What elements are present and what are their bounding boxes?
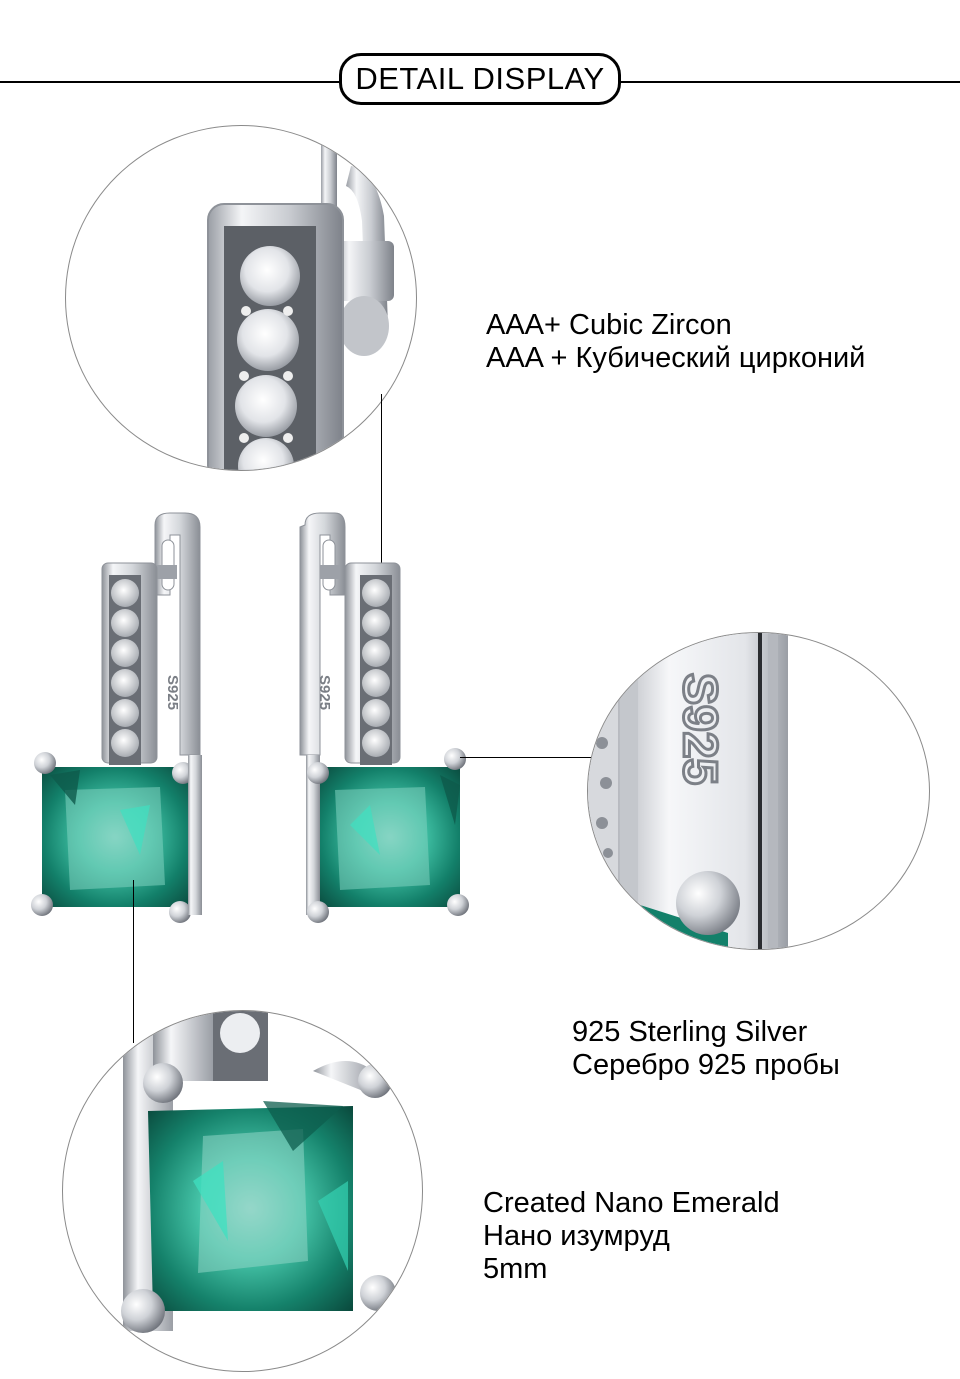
right-earring: S925 xyxy=(299,512,469,923)
caption-zircon-ru: AAA + Кубический цирконий xyxy=(486,342,866,374)
caption-silver: 925 Sterling Silver Серебро 925 пробы xyxy=(572,1016,840,1082)
section-title-text: DETAIL DISPLAY xyxy=(355,61,605,96)
stamp-right: S925 xyxy=(316,675,333,710)
stamp-left: S925 xyxy=(164,675,181,710)
section-title: DETAIL DISPLAY xyxy=(339,53,621,105)
zoom-circle-emerald xyxy=(62,1010,423,1372)
left-earring: S925 xyxy=(31,512,202,923)
product-image-earrings: S925 S925 xyxy=(20,505,490,935)
stamp-closeup: S925 xyxy=(673,673,726,785)
caption-zircon-en: AAA+ Cubic Zircon xyxy=(486,309,732,341)
caption-emerald-ru: Нано изумруд xyxy=(483,1220,670,1252)
caption-emerald-size: 5mm xyxy=(483,1253,548,1285)
title-rule-left xyxy=(0,81,340,83)
connector-emerald xyxy=(133,880,134,1043)
zoom-circle-silver: S925 xyxy=(587,632,930,950)
title-rule-right xyxy=(620,81,960,83)
zircon-closeup-image xyxy=(207,126,394,470)
caption-emerald-en: Created Nano Emerald xyxy=(483,1187,780,1219)
caption-zircon: AAA+ Cubic Zircon AAA + Кубический цирко… xyxy=(486,309,865,375)
zoom-circle-zircon xyxy=(65,125,417,471)
caption-silver-en: 925 Sterling Silver xyxy=(572,1016,808,1048)
emerald-closeup-image xyxy=(121,1011,396,1333)
silver-stamp-closeup-image: S925 xyxy=(588,633,788,949)
caption-emerald: Created Nano Emerald Нано изумруд 5mm xyxy=(483,1187,780,1286)
caption-silver-ru: Серебро 925 пробы xyxy=(572,1049,840,1081)
connector-silver xyxy=(460,757,593,758)
connector-zircon xyxy=(381,394,382,600)
